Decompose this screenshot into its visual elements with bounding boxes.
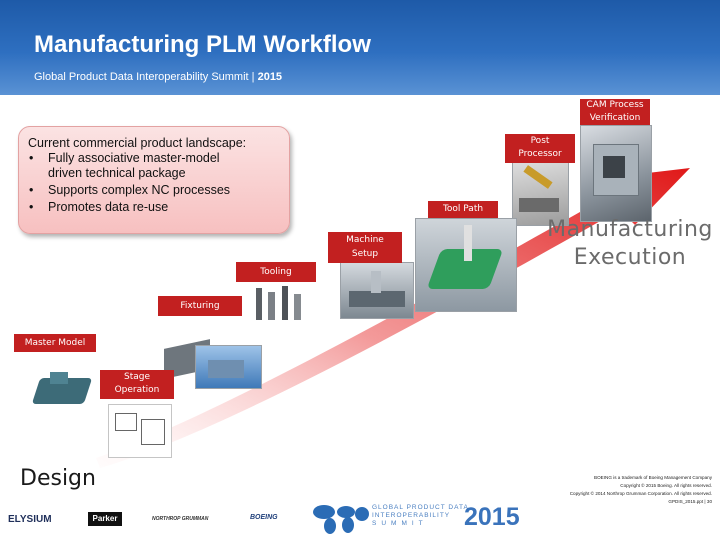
summit-line2: INTEROPERABILITY bbox=[372, 512, 451, 519]
machine-line2: Setup bbox=[351, 249, 379, 259]
footer: ELYSIUM Parker NORTHROP GRUMMAN BOEING G… bbox=[0, 498, 720, 540]
summit-line3: SUMMIT bbox=[372, 520, 428, 527]
label-fixturing: Fixturing bbox=[158, 296, 242, 316]
title-banner: Manufacturing PLM Workflow Global Produc… bbox=[0, 0, 720, 95]
design-label: Design bbox=[20, 466, 96, 491]
bullet-3: • bbox=[29, 200, 34, 214]
bullet-2: • bbox=[29, 183, 34, 197]
mfg-line1: Manufacturing bbox=[547, 217, 713, 242]
mfg-line2: Execution bbox=[573, 245, 687, 270]
copyright-line-2: Copyright © 2015 Boeing. All rights rese… bbox=[620, 483, 712, 488]
cam-line1: CAM Process bbox=[586, 100, 644, 110]
stage-line2: Operation bbox=[114, 385, 160, 395]
copyright-notice: BOEING is a trademark of Boeing Manageme… bbox=[502, 474, 712, 506]
post-line1: Post bbox=[530, 136, 550, 146]
cam-line2: Verification bbox=[589, 113, 641, 123]
callout-heading: Current commercial product landscape: bbox=[28, 136, 247, 150]
summit-year: 2015 bbox=[464, 503, 520, 531]
post-line2: Processor bbox=[518, 149, 562, 159]
cam-machine-image bbox=[580, 125, 652, 222]
summit-wordmark: GLOBAL PRODUCT DATA INTEROPERABILITY SUM… bbox=[372, 504, 469, 528]
manufacturing-execution-label: Manufacturing Execution bbox=[540, 216, 720, 272]
post-processor-image bbox=[512, 152, 569, 226]
subtitle-text: Global Product Data Interoperability Sum… bbox=[34, 71, 258, 83]
parker-logo: Parker bbox=[88, 512, 122, 526]
copyright-line-1: BOEING is a trademark of Boeing Manageme… bbox=[594, 475, 712, 480]
stage-line1: Stage bbox=[123, 372, 150, 382]
elysium-logo: ELYSIUM bbox=[8, 514, 52, 525]
northrop-grumman-logo: NORTHROP GRUMMAN bbox=[152, 516, 209, 522]
label-cam-verification: CAM Process Verification bbox=[580, 99, 650, 125]
landscape-callout: Current commercial product landscape: • … bbox=[18, 126, 290, 234]
subtitle-year: 2015 bbox=[257, 71, 283, 83]
machine-setup-image bbox=[340, 262, 414, 319]
callout-item-1: Fully associative master-model bbox=[48, 151, 220, 165]
slide-title: Manufacturing PLM Workflow bbox=[34, 31, 371, 58]
label-post-processor: Post Processor bbox=[505, 134, 575, 163]
copyright-line-4: GPDIS_2015.ppt | 30 bbox=[668, 499, 712, 504]
label-tooling: Tooling bbox=[236, 262, 316, 282]
summit-line1: GLOBAL PRODUCT DATA bbox=[372, 504, 469, 511]
master-model-image bbox=[30, 368, 95, 413]
machine-line1: Machine bbox=[346, 235, 384, 245]
boeing-logo: BOEING bbox=[250, 514, 278, 521]
callout-item-1-cont: driven technical package bbox=[48, 166, 186, 180]
tooling-image bbox=[250, 282, 310, 330]
callout-item-2: Supports complex NC processes bbox=[48, 183, 231, 197]
label-master-model: Master Model bbox=[14, 334, 96, 352]
stage-operation-image bbox=[195, 345, 262, 389]
label-tool-path: Tool Path bbox=[428, 201, 498, 218]
drawing-image bbox=[108, 404, 172, 458]
slide-subtitle: Global Product Data Interoperability Sum… bbox=[34, 71, 282, 83]
label-machine-setup: Machine Setup bbox=[328, 232, 402, 263]
callout-item-3: Promotes data re-use bbox=[48, 200, 169, 214]
label-stage-operation: Stage Operation bbox=[100, 370, 174, 399]
world-map-icon bbox=[313, 505, 369, 534]
tool-path-image bbox=[415, 218, 517, 312]
bullet-1: • bbox=[29, 151, 34, 165]
copyright-line-3: Copyright © 2014 Northrop Grumman Corpor… bbox=[569, 491, 712, 496]
